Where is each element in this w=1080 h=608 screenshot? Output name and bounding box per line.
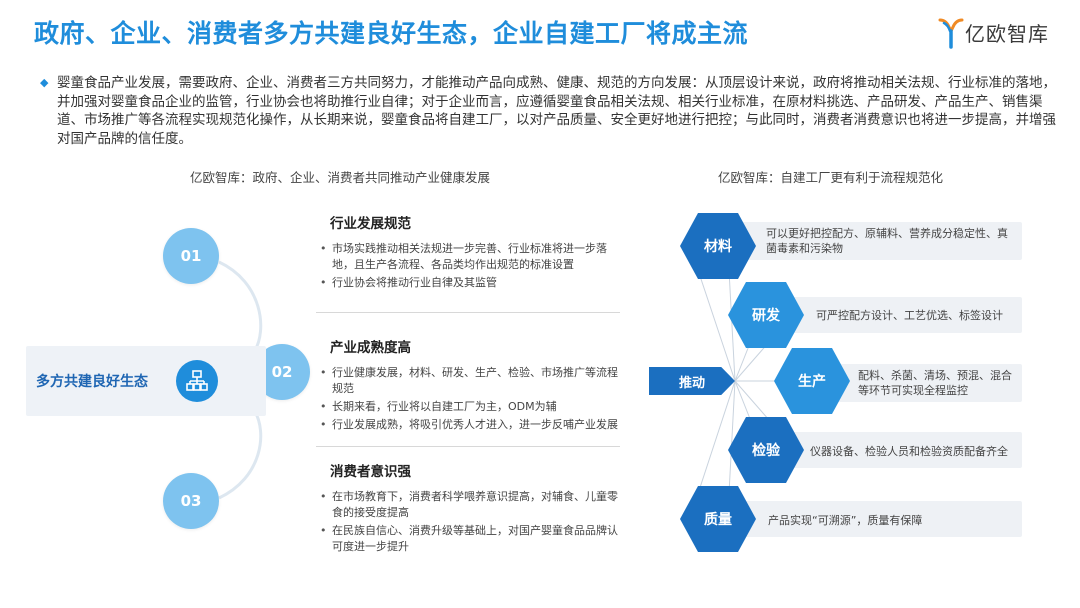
section-bullets-3: 在市场教育下，消费者科学喂养意识提高，对辅食、儿童零食的接受度提高 在民族自信心… (318, 489, 626, 557)
logo-mark-icon (938, 18, 964, 49)
step-label-3: 生产 (798, 374, 826, 390)
step-hex-4: 检验 (726, 415, 806, 485)
list-item: 市场实践推动相关法规进一步完善、行业标准将进一步落地，且生产各流程、各品类均作出… (318, 241, 626, 273)
step-bar-3 (835, 364, 1022, 402)
brand-logo: 亿欧智库 (938, 17, 1068, 51)
center-label: 多方共建良好生态 (36, 374, 148, 390)
section-divider (316, 446, 620, 447)
step-hex-1: 材料 (678, 211, 758, 281)
left-subtitle: 亿欧智库：政府、企业、消费者共同推动产业健康发展 (190, 170, 491, 185)
hexagon-icon (680, 486, 756, 552)
step-desc-1: 可以更好把控配方、原辅料、营养成分稳定性、真菌毒素和污染物 (766, 227, 1008, 255)
right-subtitle: 亿欧智库：自建工厂更有利于流程规范化 (718, 170, 944, 185)
step-desc-5: 产品实现“可溯源”，质量有保障 (768, 514, 923, 527)
step-label-2: 研发 (752, 308, 780, 324)
step-label-4: 检验 (752, 443, 780, 459)
list-item: 行业协会将推动行业自律及其监管 (318, 275, 626, 291)
section-title-2: 产业成熟度高 (330, 340, 411, 356)
step-bar-4 (790, 432, 1022, 468)
step-hex-3: 生产 (772, 346, 852, 416)
section-divider (316, 312, 620, 313)
section-number-01: 01 (163, 228, 219, 284)
list-item: 行业健康发展，材料、研发、生产、检验、市场推广等流程规范 (318, 365, 626, 397)
step-bar-5 (740, 501, 1022, 537)
diamond-bullet-icon: ◆ (40, 76, 49, 89)
list-item: 在市场教育下，消费者科学喂养意识提高，对辅食、儿童零食的接受度提高 (318, 489, 626, 521)
section-title-1: 行业发展规范 (330, 216, 411, 232)
step-bar-1 (740, 222, 1022, 260)
list-item: 行业发展成熟，将吸引优秀人才进入，进一步反哺产业发展 (318, 417, 626, 433)
hexagon-icon (774, 348, 850, 414)
section-number-03: 03 (163, 473, 219, 529)
section-bullets-2: 行业健康发展，材料、研发、生产、检验、市场推广等流程规范 长期来看，行业将以自建… (318, 365, 626, 435)
step-label-5: 质量 (704, 512, 732, 528)
step-hex-2: 研发 (726, 280, 806, 350)
org-chart-icon (176, 360, 218, 402)
hexagon-icon (728, 282, 804, 348)
hexagon-icon (680, 213, 756, 279)
hexagon-icon (728, 417, 804, 483)
step-label-1: 材料 (704, 239, 732, 255)
intro-text: 婴童食品产业发展，需要政府、企业、消费者三方共同努力，才能推动产品向成熟、健康、… (57, 75, 1056, 147)
step-desc-2: 可严控配方设计、工艺优选、标签设计 (816, 309, 1003, 322)
list-item: 长期来看，行业将以自建工厂为主，ODM为辅 (318, 399, 626, 415)
section-bullets-1: 市场实践推动相关法规进一步完善、行业标准将进一步落地，且生产各流程、各品类均作出… (318, 241, 626, 293)
list-item: 在民族自信心、消费升级等基础上，对国产婴童食品品牌认可度进一步提升 (318, 523, 626, 555)
logo-text: 亿欧智库 (965, 22, 1049, 46)
step-desc-4: 仪器设备、检验人员和检验资质配备齐全 (810, 445, 1008, 458)
page-title: 政府、企业、消费者多方共建良好生态，企业自建工厂将成主流 (34, 19, 749, 48)
step-hex-5: 质量 (678, 484, 758, 554)
step-bar-2 (790, 297, 1022, 333)
push-arrow-label: 推动 (649, 367, 735, 395)
section-title-3: 消费者意识强 (330, 464, 411, 480)
center-ecosystem-box: 多方共建良好生态 (26, 346, 266, 416)
step-desc-3: 配料、杀菌、清场、预混、混合等环节可实现全程监控 (858, 369, 1012, 397)
